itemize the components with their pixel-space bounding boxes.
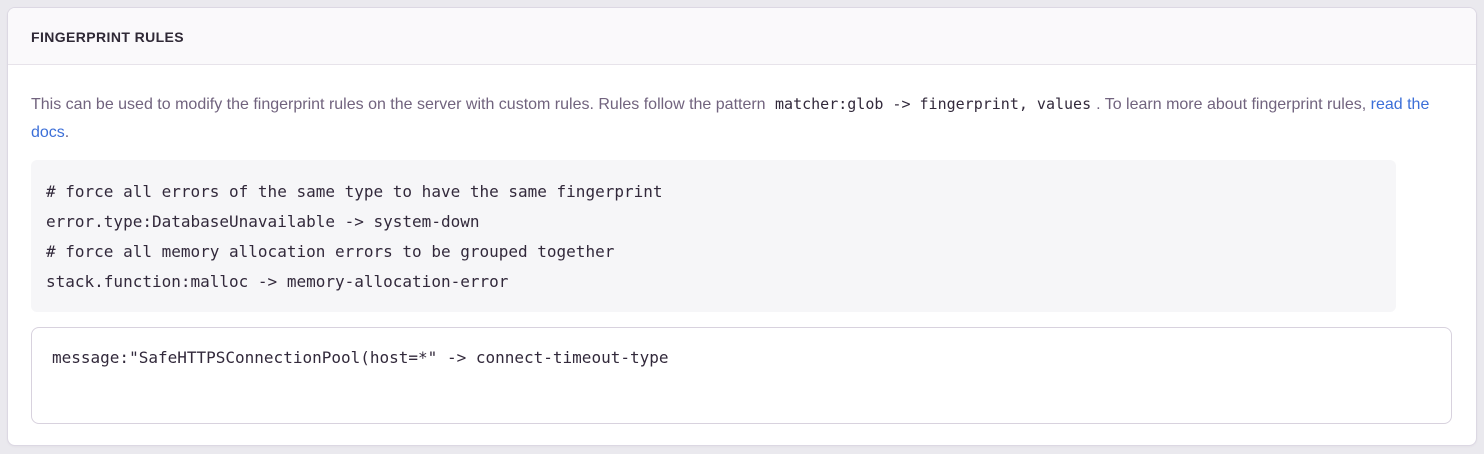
panel-description: This can be used to modify the fingerpri… [31,90,1453,147]
description-text-after-code: . To learn more about fingerprint rules, [1096,96,1371,113]
fingerprint-rules-input[interactable]: message:"SafeHTTPSConnectionPool(host=*"… [31,327,1452,424]
panel-title: FINGERPRINT RULES [8,8,1476,65]
description-text-before-code: This can be used to modify the fingerpri… [31,96,771,113]
description-text-after-link: . [64,124,70,141]
panel-body: This can be used to modify the fingerpri… [8,65,1476,445]
pattern-inline-code: matcher:glob -> fingerprint, values [775,95,1092,113]
fingerprint-rules-example-code: # force all errors of the same type to h… [31,160,1396,312]
fingerprint-rules-panel: FINGERPRINT RULES This can be used to mo… [7,7,1477,446]
read-the-docs-link[interactable]: read the docs [31,96,1430,141]
